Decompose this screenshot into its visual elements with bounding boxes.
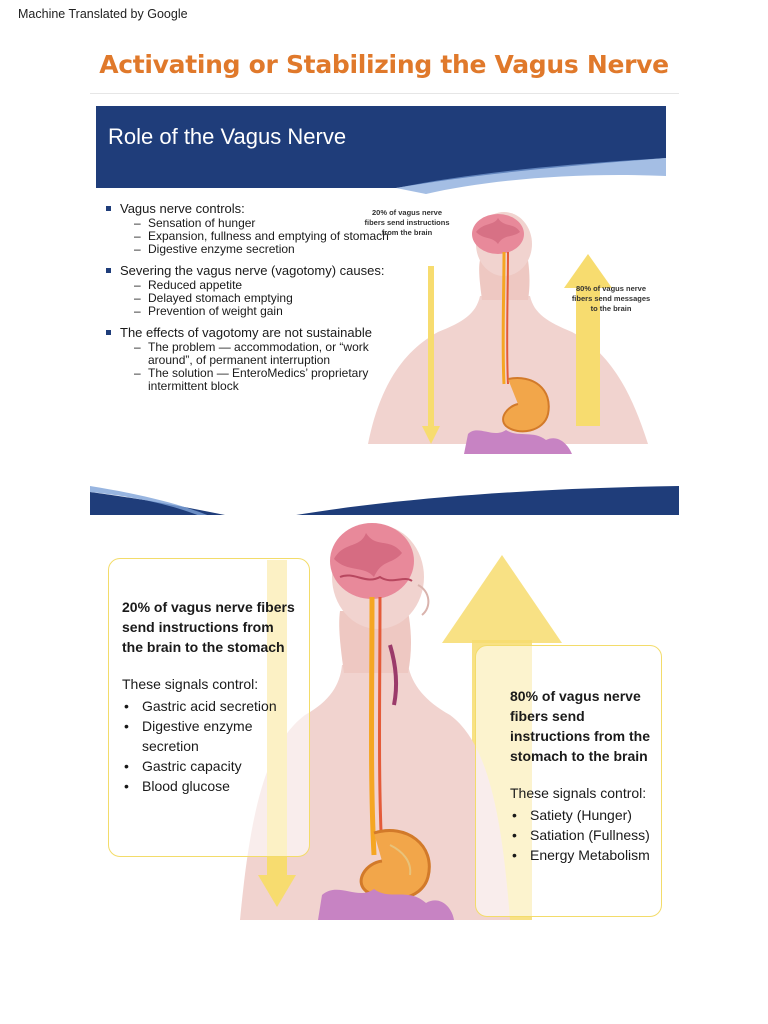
- list-item-text: Satiation (Fullness): [530, 827, 650, 843]
- signals-list: •Gastric acid secretion •Digestive enzym…: [122, 696, 297, 796]
- bullet-square-icon: [106, 206, 111, 211]
- list-item-text: Energy Metabolism: [530, 847, 650, 863]
- bullet-text: Severing the vagus nerve (vagotomy) caus…: [120, 263, 385, 278]
- sub-bullet-text: The problem — accommodation, or “work ar…: [148, 340, 369, 367]
- list-item: •Gastric acid secretion: [124, 698, 277, 714]
- slide-title: Role of the Vagus Nerve: [108, 124, 347, 149]
- list-item: •Gastric capacity: [124, 758, 242, 774]
- sub-bullet: –Delayed stomach emptying: [134, 291, 293, 305]
- slide-footer-banner: [90, 486, 679, 516]
- sub-bullet: –Prevention of weight gain: [134, 304, 283, 318]
- slide-header-banner: [96, 106, 666, 194]
- sub-bullet: –The solution — EnteroMedics’ proprietar…: [134, 366, 369, 393]
- list-item: •Blood glucose: [124, 778, 230, 794]
- big-up-arrow-head-icon: [442, 555, 562, 643]
- sub-bullet-text: Expansion, fullness and emptying of stom…: [148, 229, 389, 243]
- signals-from-brain-panel: 20% of vagus nerve fibers send instructi…: [108, 558, 310, 857]
- slide-role-of-vagus-nerve: Role of the Vagus Nerve Vagus nerve cont…: [90, 93, 679, 516]
- bullet-square-icon: [106, 330, 111, 335]
- sub-bullet: –Digestive enzyme secretion: [134, 242, 295, 256]
- document-title: Activating or Stabilizing the Vagus Nerv…: [99, 50, 669, 79]
- up-arrow-head-icon: [564, 254, 612, 288]
- list-item-text: Blood glucose: [142, 778, 230, 794]
- sub-bullet-text: Sensation of hunger: [148, 216, 256, 230]
- list-item-text: Gastric capacity: [142, 758, 242, 774]
- sub-bullet: –Expansion, fullness and emptying of sto…: [134, 229, 389, 243]
- sub-bullet: –Sensation of hunger: [134, 216, 256, 230]
- bullet-list: Vagus nerve controls: –Sensation of hung…: [106, 202, 396, 401]
- up-arrow-icon: [576, 286, 600, 426]
- panel-heading: 80% of vagus nerve fibers send instructi…: [510, 688, 651, 764]
- sub-bullet-text: Prevention of weight gain: [148, 304, 283, 318]
- bullet-text: Vagus nerve controls:: [120, 201, 245, 216]
- panel-heading: 20% of vagus nerve fibers send instructi…: [122, 599, 295, 655]
- human-torso-illustration: [368, 212, 648, 454]
- sub-bullet-text: The solution — EnteroMedics’ proprietary…: [148, 366, 369, 393]
- bullet-square-icon: [106, 268, 111, 273]
- signals-title: These signals control:: [122, 676, 259, 692]
- bullet-item: Severing the vagus nerve (vagotomy) caus…: [106, 264, 396, 318]
- sub-bullet: –The problem — accommodation, or “work a…: [134, 340, 369, 367]
- sub-bullet-text: Reduced appetite: [148, 278, 243, 292]
- signals-to-brain-panel: 80% of vagus nerve fibers send instructi…: [475, 645, 662, 917]
- bullet-item: The effects of vagotomy are not sustaina…: [106, 326, 396, 393]
- list-item-text: Gastric acid secretion: [142, 698, 277, 714]
- sub-bullet: –Reduced appetite: [134, 278, 243, 292]
- list-item-text: Satiety (Hunger): [530, 807, 632, 823]
- down-arrow-icon: [428, 266, 434, 426]
- list-item: •Energy Metabolism: [512, 847, 650, 863]
- signals-list: •Satiety (Hunger) •Satiation (Fullness) …: [510, 805, 658, 865]
- anatomy-illustration-small: 20% of vagus nerve fibers send instructi…: [358, 204, 658, 454]
- list-item-text: Digestive enzyme secretion: [142, 718, 253, 754]
- bullet-text: The effects of vagotomy are not sustaina…: [120, 325, 372, 340]
- list-item: •Satiety (Hunger): [512, 807, 632, 823]
- list-item: •Digestive enzyme secretion: [124, 718, 253, 754]
- slide-vagus-nerve-signals: 20% of vagus nerve fibers send instructi…: [90, 515, 679, 920]
- label-20-percent: 20% of vagus nerve fibers send instructi…: [364, 208, 450, 237]
- header-note: Machine Translated by Google: [18, 7, 188, 21]
- signals-title: These signals control:: [510, 785, 647, 801]
- list-item: •Satiation (Fullness): [512, 827, 650, 843]
- label-80-percent: 80% of vagus nerve fibers send messages …: [571, 284, 651, 313]
- big-down-arrow-head-icon: [258, 875, 296, 907]
- sub-bullet-text: Delayed stomach emptying: [148, 291, 293, 305]
- down-arrow-head-icon: [422, 426, 440, 444]
- sub-bullet-text: Digestive enzyme secretion: [148, 242, 295, 256]
- bullet-item: Vagus nerve controls: –Sensation of hung…: [106, 202, 396, 256]
